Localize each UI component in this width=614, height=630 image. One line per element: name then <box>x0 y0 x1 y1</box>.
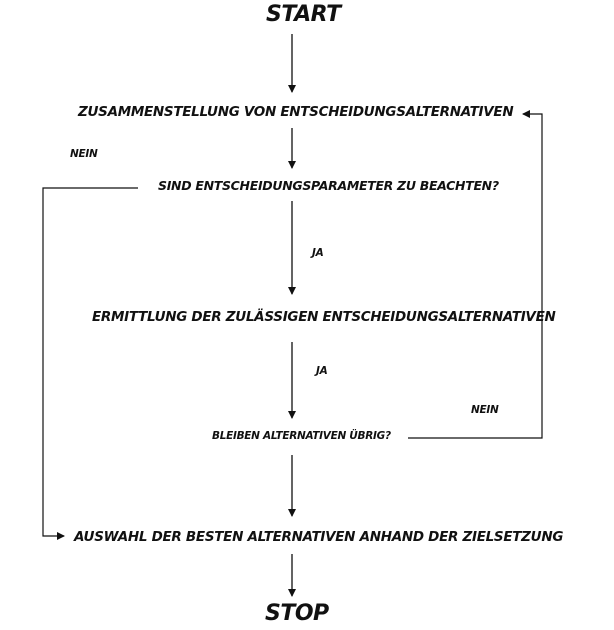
stop-terminal: STOP <box>265 601 329 626</box>
no-remaining-label: NEIN <box>471 404 499 416</box>
determine-admissible-step: ERMITTLUNG DER ZULÄSSIGEN ENTSCHEIDUNGSA… <box>92 309 556 325</box>
check-parameters-decision: SIND ENTSCHEIDUNGSPARAMETER ZU BEACHTEN? <box>158 178 499 193</box>
arrow-no-remaining-to-compile <box>408 110 543 439</box>
arrow-no-parameters-to-select <box>42 187 138 540</box>
yes-parameters-label: JA <box>312 247 324 259</box>
yes-remaining-label: JA <box>316 365 328 377</box>
compile-alternatives-step: ZUSAMMENSTELLUNG VON ENTSCHEIDUNGSALTERN… <box>78 104 514 120</box>
remaining-alternatives-decision: BLEIBEN ALTERNATIVEN ÜBRIG? <box>212 430 391 442</box>
select-best-step: AUSWAHL DER BESTEN ALTERNATIVEN ANHAND D… <box>74 529 564 545</box>
no-parameters-label: NEIN <box>70 148 98 160</box>
start-terminal: START <box>266 2 341 27</box>
